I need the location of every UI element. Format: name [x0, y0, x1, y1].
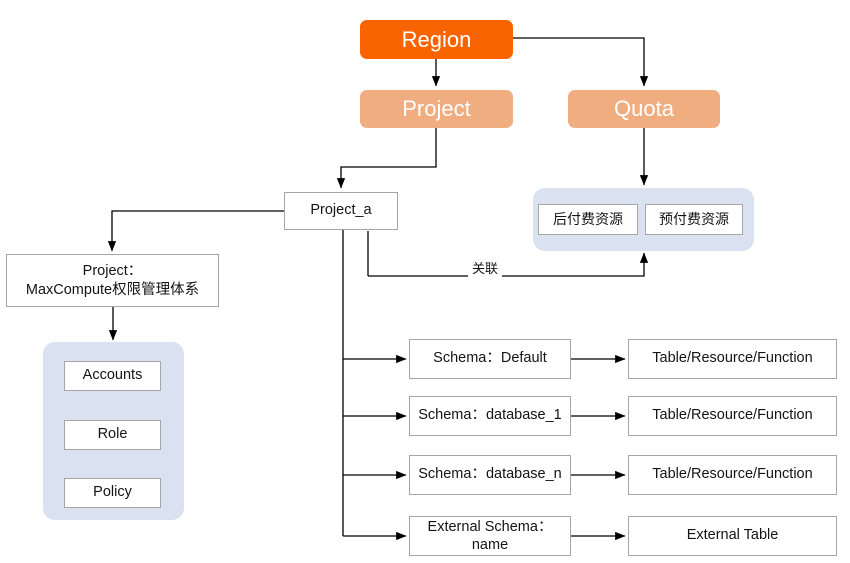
node-schema-default[interactable]: Schema：Default — [409, 339, 571, 379]
node-external-table[interactable]: External Table — [628, 516, 837, 556]
node-project-a[interactable]: Project_a — [284, 192, 398, 230]
node-table-resource-function-2[interactable]: Table/Resource/Function — [628, 396, 837, 436]
edge-label-association-text: 关联 — [472, 261, 499, 276]
node-schema-default-label: Schema：Default — [433, 350, 547, 367]
node-table-resource-function-1-label: Table/Resource/Function — [652, 350, 813, 367]
node-external-schema-line-1: External Schema： — [427, 518, 553, 535]
node-region-label: Region — [401, 26, 472, 52]
node-policy-label: Policy — [93, 484, 132, 501]
node-project-permission-line-2: MaxCompute权限管理体系 — [25, 281, 200, 298]
node-project-label: Project — [402, 96, 471, 122]
node-pay-as-you-go-resource[interactable]: 后付费资源 — [538, 204, 638, 235]
node-accounts-label: Accounts — [82, 367, 143, 384]
node-region[interactable]: Region — [360, 20, 513, 59]
node-project-a-label: Project_a — [310, 202, 372, 219]
node-subscription-resource[interactable]: 预付费资源 — [645, 204, 743, 235]
node-role[interactable]: Role — [64, 420, 161, 450]
node-policy[interactable]: Policy — [64, 478, 161, 508]
node-external-table-label: External Table — [686, 527, 779, 544]
node-table-resource-function-1[interactable]: Table/Resource/Function — [628, 339, 837, 379]
node-accounts[interactable]: Accounts — [64, 361, 161, 391]
node-schema-database-n-label: Schema：database_n — [418, 466, 562, 483]
node-schema-database-n[interactable]: Schema：database_n — [409, 455, 571, 495]
node-table-resource-function-3[interactable]: Table/Resource/Function — [628, 455, 837, 495]
node-quota-label: Quota — [614, 96, 674, 122]
edge-label-association: 关联 — [468, 258, 503, 277]
node-subscription-label: 预付费资源 — [659, 211, 729, 228]
edge-region-to-quota — [513, 37, 649, 87]
edge-project-to-project-a — [336, 128, 437, 189]
node-pay-as-you-go-label: 后付费资源 — [553, 211, 623, 228]
node-quota[interactable]: Quota — [568, 90, 720, 128]
node-external-schema-line-2: name — [471, 537, 509, 553]
edge-project-a-to-permission — [107, 210, 284, 252]
node-role-label: Role — [97, 426, 128, 443]
node-schema-database-1-label: Schema：database_1 — [418, 407, 562, 424]
node-project-permission-system[interactable]: Project： MaxCompute权限管理体系 — [6, 254, 219, 307]
node-table-resource-function-3-label: Table/Resource/Function — [652, 466, 813, 483]
node-table-resource-function-2-label: Table/Resource/Function — [652, 407, 813, 424]
node-schema-database-1[interactable]: Schema：database_1 — [409, 396, 571, 436]
node-project-permission-line-1: Project： — [82, 263, 143, 280]
edge-association-to-quota-group — [368, 252, 649, 277]
node-external-schema[interactable]: External Schema： name — [409, 516, 571, 556]
node-project[interactable]: Project — [360, 90, 513, 128]
